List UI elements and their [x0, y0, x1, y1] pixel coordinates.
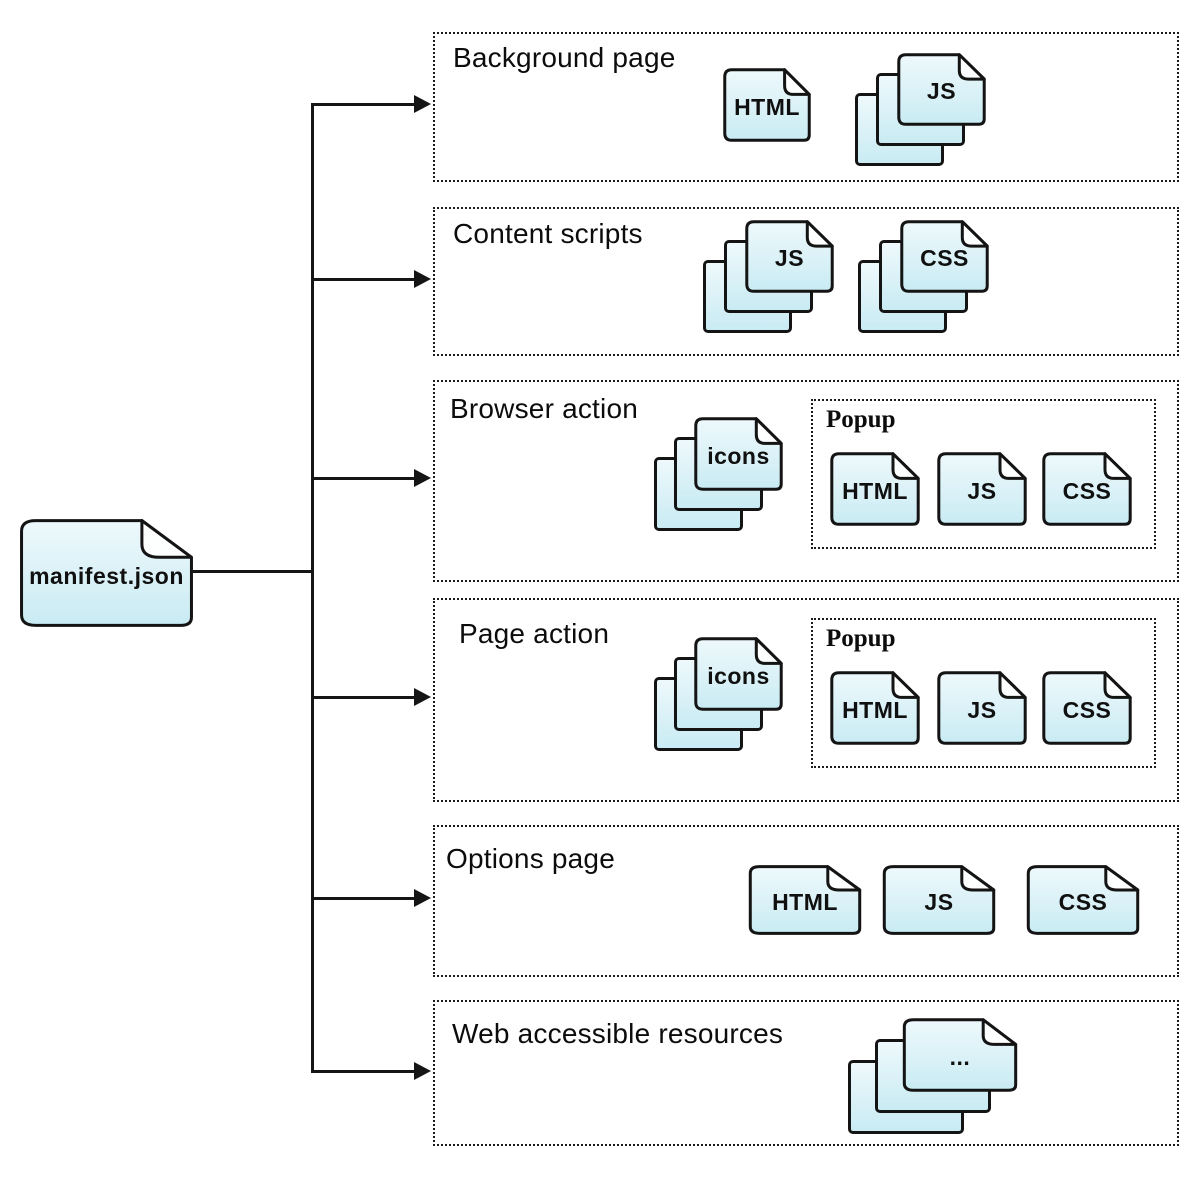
html-file-icon: HTML: [830, 452, 920, 526]
section-box-content-scripts: [433, 207, 1179, 356]
js-file-icon: JS: [937, 452, 1027, 526]
document-icon: JS: [745, 220, 834, 293]
popup-box-browser-action: [811, 399, 1156, 549]
file-label: JS: [967, 477, 997, 504]
section-box-options-page: [433, 825, 1179, 977]
section-title-background-page: Background page: [453, 42, 676, 73]
section-box-background-page: [433, 32, 1179, 182]
manifest-json-node: manifest.json: [18, 518, 195, 628]
html-file-icon: HTML: [830, 671, 920, 745]
section-title-browser-action: Browser action: [450, 393, 638, 424]
file-label: HTML: [772, 888, 838, 915]
css-file-icon: CSS: [1026, 865, 1140, 935]
file-label: HTML: [842, 696, 908, 723]
section-title-web-accessible-resources: Web accessible resources: [452, 1018, 784, 1049]
branch-line-content-scripts: [311, 278, 416, 281]
arrow-options-page: [414, 889, 431, 907]
trunk-connector-line: [311, 103, 314, 1073]
branch-line-options-page: [311, 897, 416, 900]
document-icon: CSS: [900, 220, 989, 293]
arrow-content-scripts: [414, 270, 431, 288]
document-icon: ...: [902, 1018, 1018, 1092]
file-label: icons: [707, 442, 770, 469]
branch-line-browser-action: [311, 477, 416, 480]
arrow-page-action: [414, 688, 431, 706]
file-label: CSS: [1062, 696, 1112, 723]
section-box-browser-action: [433, 380, 1179, 582]
css-file-icon: CSS: [1042, 452, 1132, 526]
file-label: ...: [949, 1043, 971, 1070]
js-file-icon: JS: [882, 865, 996, 935]
manifest-connector-line: [193, 570, 313, 573]
file-label: HTML: [842, 477, 908, 504]
file-label: CSS: [920, 245, 969, 272]
file-label: icons: [707, 662, 770, 689]
file-label: CSS: [1058, 888, 1108, 915]
file-label: JS: [926, 78, 957, 105]
file-label: JS: [967, 696, 997, 723]
section-title-content-scripts: Content scripts: [453, 218, 643, 249]
document-icon: icons: [694, 417, 783, 491]
arrow-browser-action: [414, 469, 431, 487]
section-title-page-action: Page action: [459, 618, 610, 649]
manifest-json-label: manifest.json: [29, 562, 184, 589]
html-file-icon: HTML: [723, 68, 811, 142]
file-label: JS: [924, 888, 954, 915]
branch-line-background-page: [311, 103, 416, 106]
html-file-icon: HTML: [748, 865, 862, 935]
css-file-icon: CSS: [1042, 671, 1132, 745]
popup-box-page-action: [811, 618, 1156, 768]
js-file-icon: JS: [937, 671, 1027, 745]
file-label: JS: [774, 245, 805, 272]
arrow-background-page: [414, 95, 431, 113]
document-icon: icons: [694, 637, 783, 711]
arrow-web-accessible-resources: [414, 1062, 431, 1080]
document-icon: JS: [897, 53, 986, 126]
section-box-web-accessible-resources: [433, 1000, 1179, 1146]
branch-line-web-accessible-resources: [311, 1070, 416, 1073]
branch-line-page-action: [311, 696, 416, 699]
section-title-options-page: Options page: [446, 843, 615, 874]
popup-title: Popup: [826, 406, 896, 433]
popup-title: Popup: [826, 625, 896, 652]
file-label: HTML: [734, 93, 800, 120]
file-label: CSS: [1062, 477, 1112, 504]
section-box-page-action: [433, 598, 1179, 802]
